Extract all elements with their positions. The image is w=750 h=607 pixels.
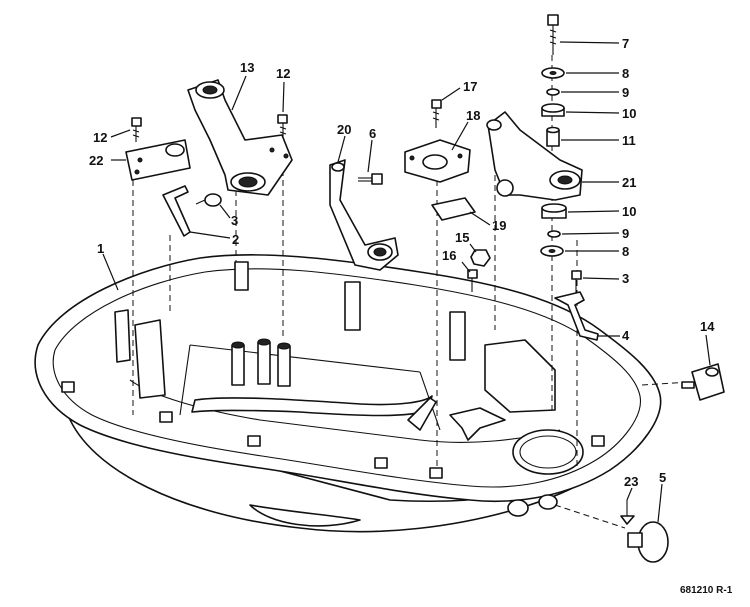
callout-20: 20 — [337, 122, 351, 137]
callout-14: 14 — [700, 319, 715, 334]
callout-23: 23 — [624, 474, 638, 489]
drawing-code: 681210 R-1 — [680, 585, 733, 596]
assembly-guide-lines — [132, 55, 691, 529]
callout-2: 2 — [232, 232, 239, 247]
callout-5: 5 — [659, 470, 666, 485]
part-11-sleeve — [546, 126, 560, 147]
part-18-clamp — [404, 139, 471, 183]
callout-labels: 1 2 3 3 4 5 6 7 8 8 9 9 10 10 11 12 12 1… — [89, 36, 733, 596]
callout-6: 6 — [369, 126, 376, 141]
leader-lines — [102, 41, 711, 523]
callout-10-top: 10 — [622, 106, 636, 121]
callout-8-bottom: 8 — [622, 244, 629, 259]
part-6-bolt — [358, 173, 383, 185]
callout-18: 18 — [466, 108, 480, 123]
callout-9-bottom: 9 — [622, 226, 629, 241]
callout-3-right: 3 — [622, 271, 629, 286]
callout-12-left: 12 — [93, 130, 107, 145]
callout-1: 1 — [97, 241, 104, 256]
callout-9-top: 9 — [622, 85, 629, 100]
callout-19: 19 — [492, 218, 506, 233]
callout-17: 17 — [463, 79, 477, 94]
part-21-mount-bracket — [486, 111, 583, 201]
callout-8-top: 8 — [622, 66, 629, 81]
callout-11: 11 — [622, 133, 636, 148]
callout-13: 13 — [240, 60, 254, 75]
part-23-screw — [620, 500, 635, 525]
part-12-bolt-right — [277, 114, 288, 138]
part-9-lockwasher-top — [546, 88, 560, 96]
callout-7: 7 — [622, 36, 629, 51]
part-12-bolt-left — [131, 117, 142, 142]
part-3-screw-left — [195, 193, 222, 207]
part-10-grommet-bottom — [541, 203, 567, 219]
callout-4: 4 — [622, 328, 630, 343]
part-20-support-bracket — [329, 159, 399, 271]
part-16-bolt — [467, 269, 478, 292]
part-17-bolt — [431, 99, 442, 128]
callout-10-bottom: 10 — [622, 204, 636, 219]
part-19-cushion — [431, 197, 476, 221]
callout-15: 15 — [455, 230, 469, 245]
part-9-lockwasher-bottom — [547, 230, 561, 238]
callout-12-right: 12 — [276, 66, 290, 81]
part-10-grommet-top — [541, 103, 565, 117]
callout-3-left: 3 — [231, 213, 238, 228]
callout-22: 22 — [89, 153, 103, 168]
part-8-washer-bottom — [540, 245, 564, 257]
part-2-clip — [162, 185, 191, 237]
part-13-mount-bracket — [187, 79, 293, 196]
callout-16: 16 — [442, 248, 456, 263]
part-8-washer-top — [541, 67, 565, 79]
part-15-nut — [470, 249, 491, 267]
part-4-clip — [554, 291, 599, 341]
lower-motor-cover — [34, 254, 662, 533]
part-22-bracket-plate — [125, 139, 191, 181]
part-5-plug — [627, 521, 669, 563]
callout-21: 21 — [622, 175, 636, 190]
part-14-connector — [681, 363, 725, 401]
part-7-bolt — [547, 14, 559, 55]
